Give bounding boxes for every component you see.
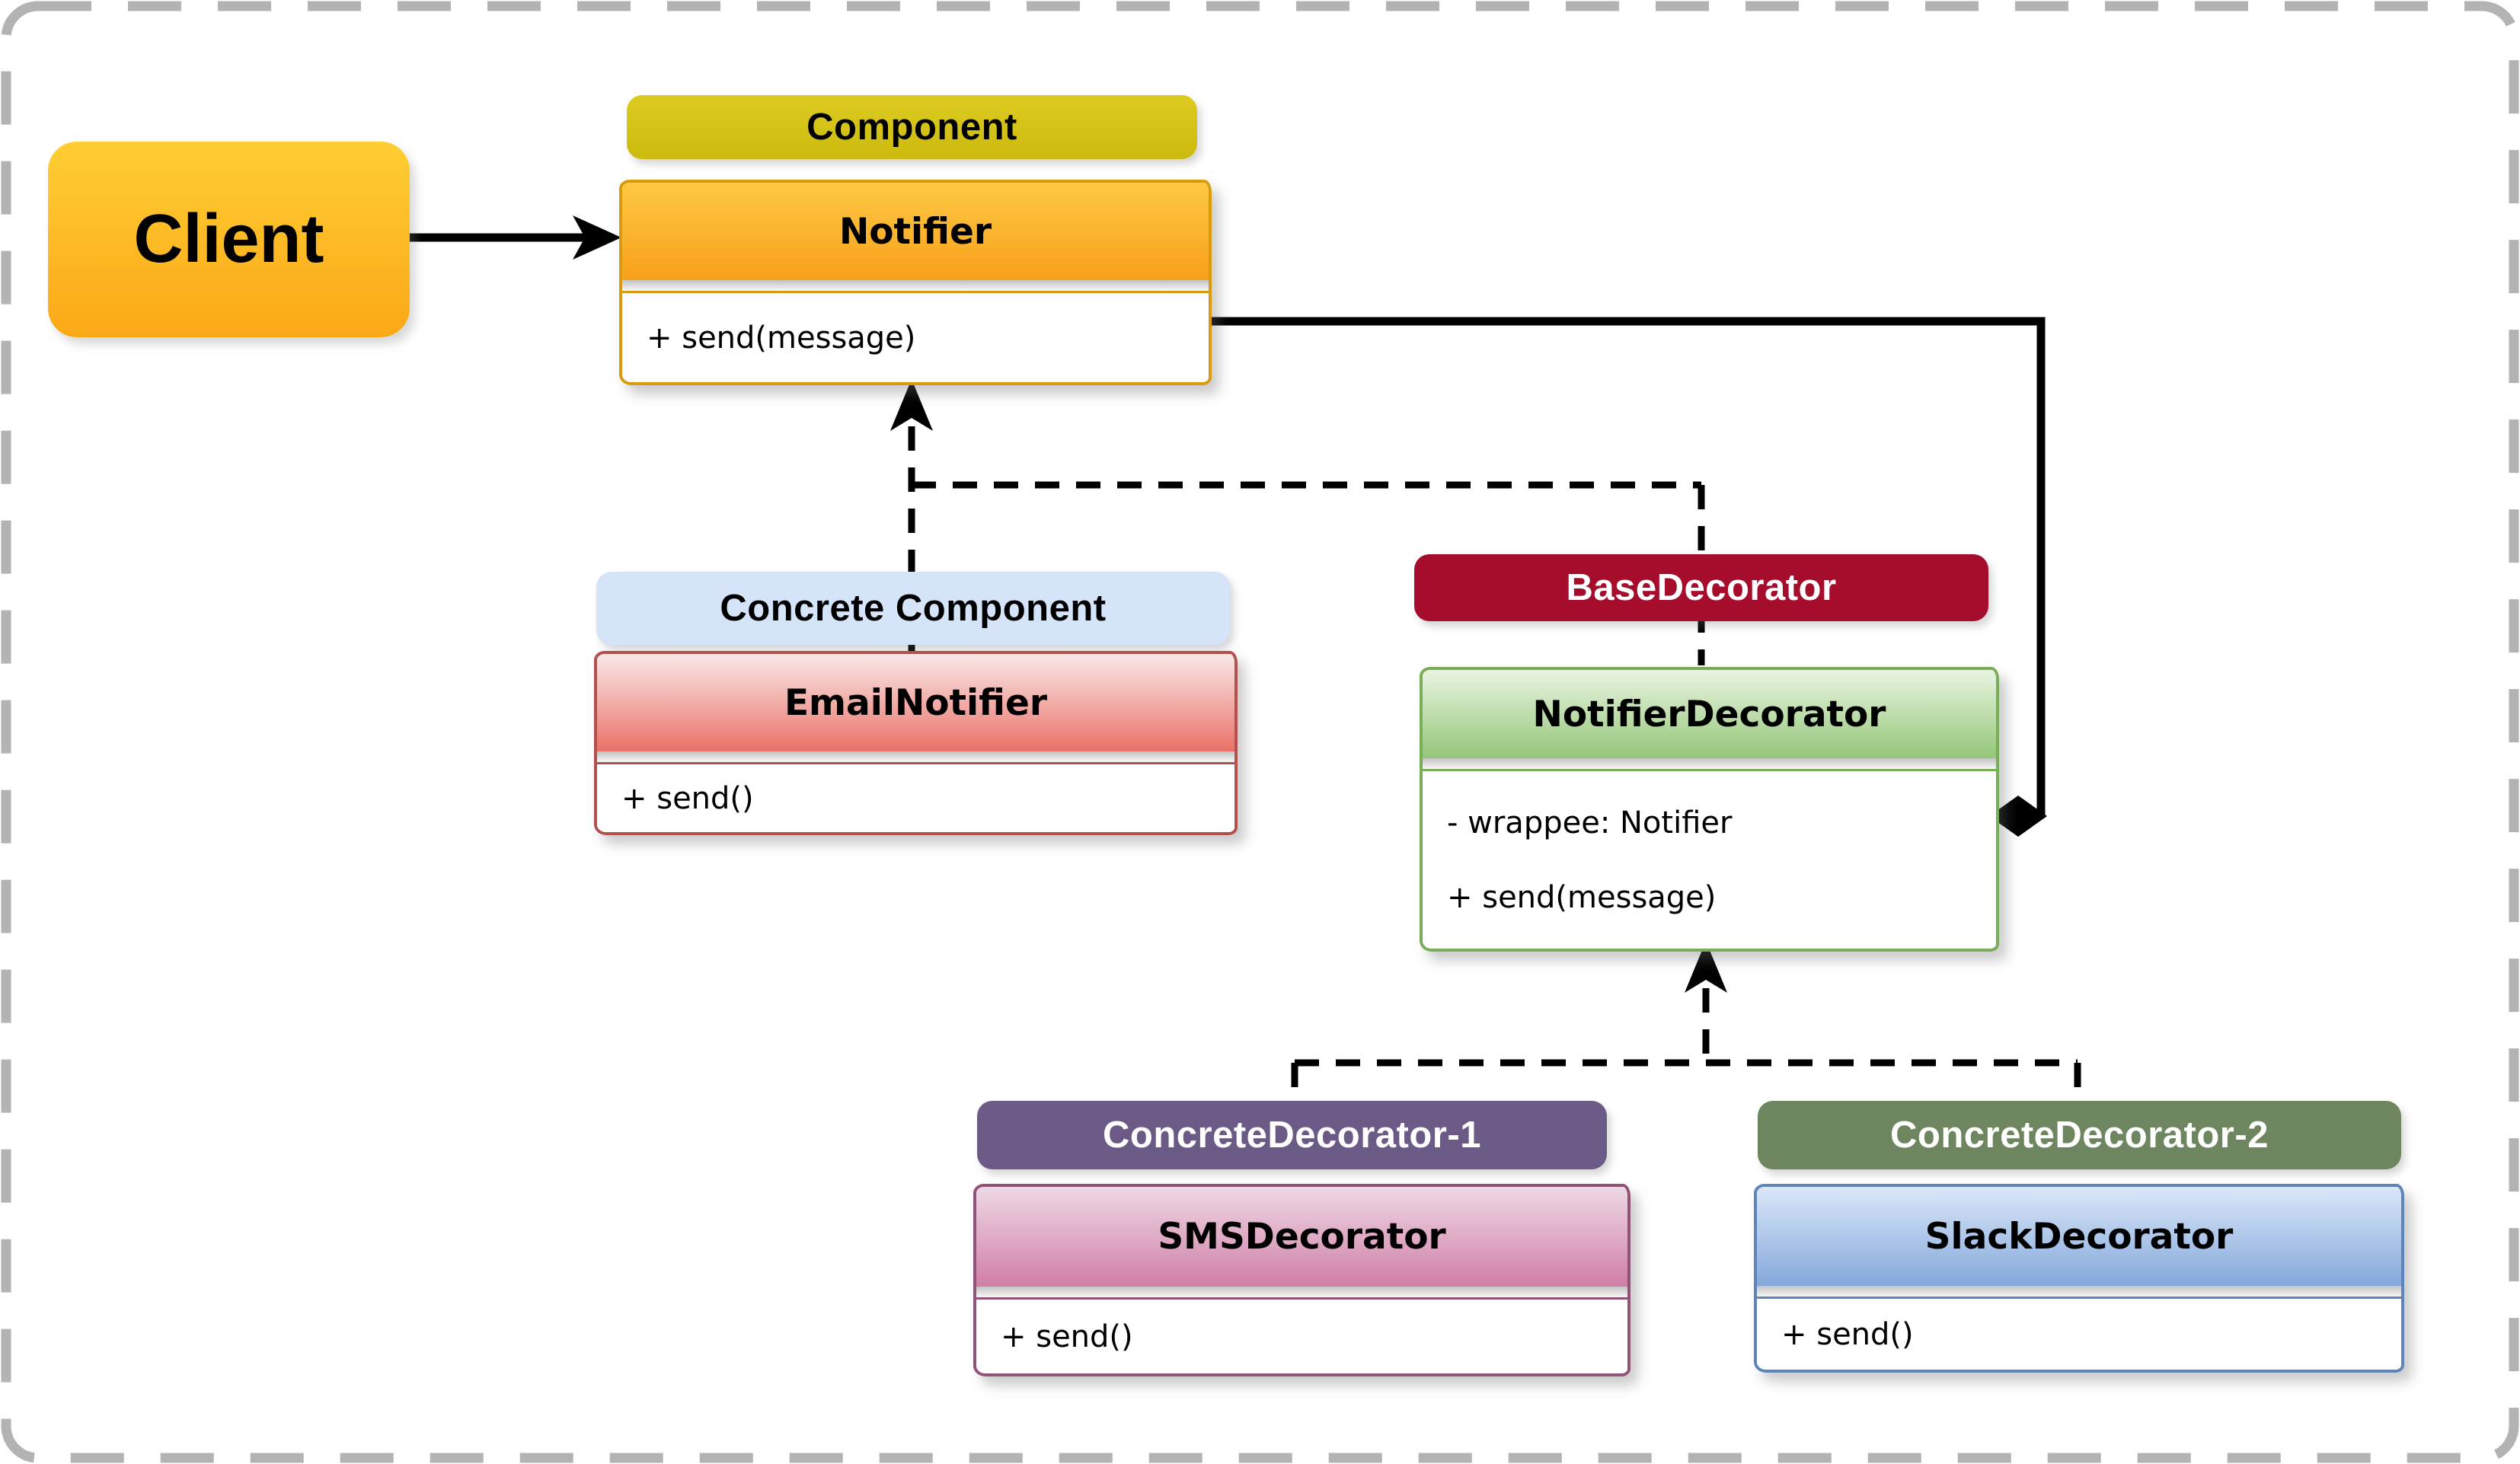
slack-decorator-method-send: + send() <box>1781 1316 1914 1352</box>
slack-decorator-class-box: SlackDecorator + send() <box>1754 1184 2404 1373</box>
notifier-class-box: Notifier + send(message) <box>619 180 1212 385</box>
composition-diamond <box>1989 796 2047 837</box>
notifier-decorator-class-name: NotifierDecorator <box>1423 670 1996 758</box>
base-decorator-stereotype-label: BaseDecorator <box>1414 554 1988 621</box>
client-notifier-arrow <box>410 215 621 260</box>
section-divider <box>1423 758 1996 771</box>
sms-decorator-class-box: SMSDecorator + send() <box>973 1184 1630 1376</box>
inheritance-arrowhead-decorator <box>1685 941 1727 993</box>
component-stereotype-label: Component <box>627 95 1197 159</box>
section-divider <box>976 1287 1627 1300</box>
client-node: Client <box>48 142 410 337</box>
email-notifier-class-name: EmailNotifier <box>597 654 1234 751</box>
notifier-decorator-field-wrappee: - wrappee: Notifier <box>1447 805 1733 840</box>
composition-link <box>1206 317 2047 837</box>
concrete-decorator-2-stereotype-label: ConcreteDecorator-2 <box>1758 1101 2401 1169</box>
email-notifier-class-box: EmailNotifier + send() <box>594 651 1238 835</box>
section-divider <box>622 280 1209 293</box>
notifier-method-send: + send(message) <box>647 320 916 356</box>
slack-decorator-class-name: SlackDecorator <box>1757 1187 2401 1286</box>
notifier-class-name: Notifier <box>622 183 1209 280</box>
notifier-decorator-class-box: NotifierDecorator - wrappee: Notifier + … <box>1420 667 1999 952</box>
notifier-decorator-method-send: + send(message) <box>1447 879 1717 915</box>
concrete-component-stereotype-label: Concrete Component <box>596 572 1230 645</box>
concrete-decorator-1-stereotype-label: ConcreteDecorator-1 <box>977 1101 1607 1169</box>
section-divider <box>597 751 1234 764</box>
sms-decorator-method-send: + send() <box>1001 1319 1133 1354</box>
inheritance-arrowhead-notifier <box>890 379 933 431</box>
sms-decorator-class-name: SMSDecorator <box>976 1187 1627 1287</box>
email-notifier-method-send: + send() <box>621 780 754 816</box>
section-divider <box>1757 1286 2401 1299</box>
